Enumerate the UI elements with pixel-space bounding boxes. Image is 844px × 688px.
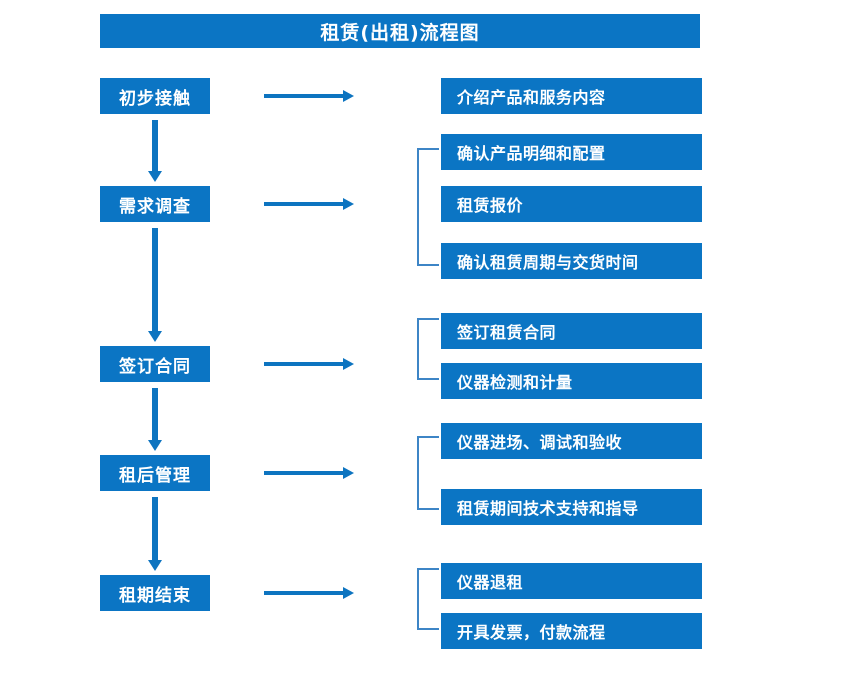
- horizontal-arrow-3: [264, 358, 354, 370]
- detail-box-g5-2[interactable]: 开具发票，付款流程: [441, 613, 702, 649]
- horizontal-arrow-2: [264, 198, 354, 210]
- bracket-connector-group3: [417, 318, 439, 380]
- detail-box-g3-2[interactable]: 仪器检测和计量: [441, 363, 702, 399]
- detail-box-g1-1[interactable]: 介绍产品和服务内容: [441, 78, 702, 114]
- stage-box-2[interactable]: 需求调查: [100, 186, 210, 222]
- detail-box-g4-1[interactable]: 仪器进场、调试和验收: [441, 423, 702, 459]
- vertical-arrow-4-5: [148, 497, 162, 571]
- detail-box-g2-2[interactable]: 租赁报价: [441, 186, 702, 222]
- stage-box-4[interactable]: 租后管理: [100, 455, 210, 491]
- detail-box-g2-3[interactable]: 确认租赁周期与交货时间: [441, 243, 702, 279]
- horizontal-arrow-4: [264, 467, 354, 479]
- bracket-connector-group4: [417, 436, 439, 510]
- detail-box-g5-1[interactable]: 仪器退租: [441, 563, 702, 599]
- detail-box-g3-1[interactable]: 签订租赁合同: [441, 313, 702, 349]
- stage-box-1[interactable]: 初步接触: [100, 78, 210, 114]
- diagram-title: 租赁(出租)流程图: [100, 14, 700, 48]
- horizontal-arrow-5: [264, 587, 354, 599]
- vertical-arrow-1-2: [148, 120, 162, 182]
- detail-box-g4-2[interactable]: 租赁期间技术支持和指导: [441, 489, 702, 525]
- bracket-connector-group5: [417, 568, 439, 630]
- vertical-arrow-3-4: [148, 388, 162, 451]
- detail-box-g2-1[interactable]: 确认产品明细和配置: [441, 134, 702, 170]
- vertical-arrow-2-3: [148, 228, 162, 342]
- stage-box-3[interactable]: 签订合同: [100, 346, 210, 382]
- bracket-connector-group2: [417, 148, 439, 266]
- stage-box-5[interactable]: 租期结束: [100, 575, 210, 611]
- horizontal-arrow-1: [264, 90, 354, 102]
